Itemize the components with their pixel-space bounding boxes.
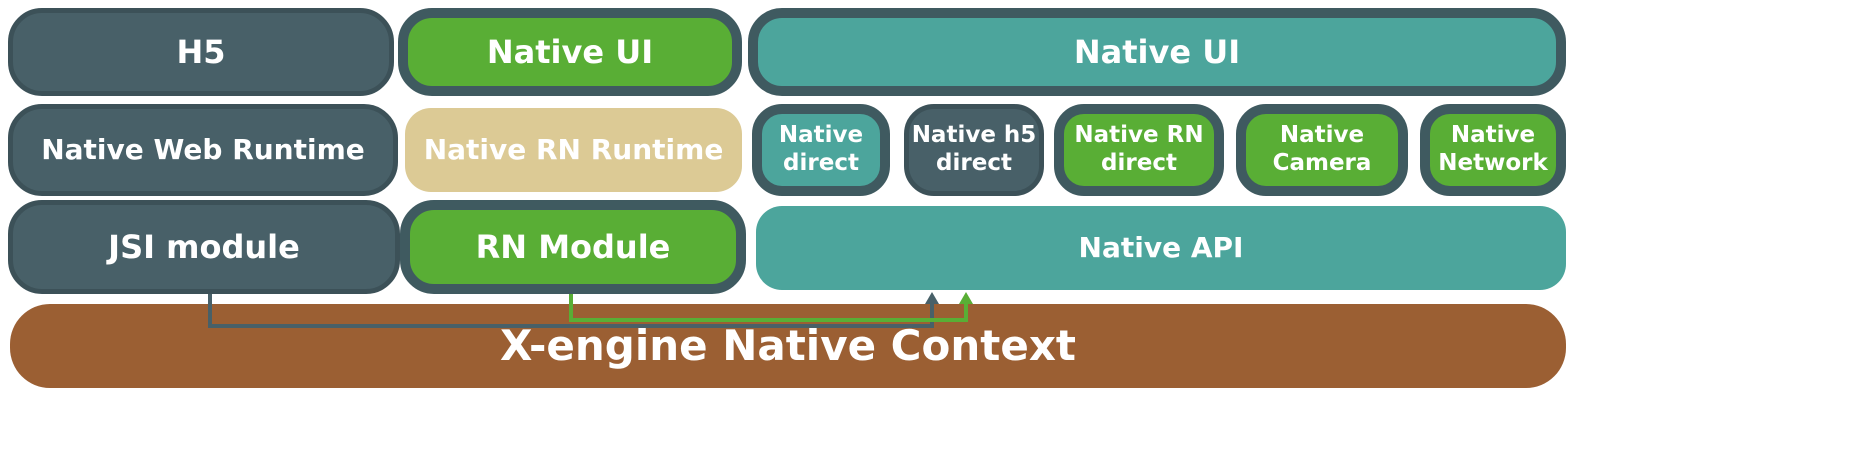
native-rn-runtime-label: Native RN Runtime [423,133,724,167]
native-ui-layer: Native UI [748,8,1566,96]
x-engine-native-context-label: X-engine Native Context [499,320,1076,370]
rn-to-native-api-connector [569,294,968,322]
rn-native-ui-label: Native UI [486,32,654,71]
native-direct-line2: direct [783,150,859,176]
native-rn-runtime-layer: Native RN Runtime [405,108,742,192]
native-h5-direct-module: Native h5 direct [904,104,1044,196]
native-direct-line1: Native [778,122,864,149]
h5-layer-label: H5 [176,32,226,71]
native-camera-module: Native Camera [1236,104,1408,196]
rn-module-layer: RN Module [400,200,746,294]
jsi-connector-arrowhead [925,292,939,304]
native-api-label: Native API [1078,231,1244,265]
native-rn-direct-line2: direct [1101,150,1177,176]
native-web-runtime-label: Native Web Runtime [41,133,365,167]
rn-connector-arrowhead [959,292,973,304]
native-direct-module: Native direct [752,104,890,196]
native-ui-label: Native UI [1073,32,1241,71]
native-camera-line1: Native Camera [1272,122,1372,176]
native-rn-direct-module: Native RN direct [1054,104,1224,196]
native-network-line1: Native [1450,122,1536,149]
native-h5-direct-line1: Native h5 [911,122,1037,149]
native-api-layer: Native API [756,206,1566,290]
native-h5-direct-line2: direct [936,150,1012,176]
h5-layer: H5 [8,8,394,96]
jsi-module-label: JSI module [108,227,300,266]
native-network-module: Native Network [1420,104,1566,196]
rn-module-label: RN Module [475,227,671,266]
rn-native-ui-layer: Native UI [398,8,742,96]
jsi-to-native-api-connector [208,294,934,328]
jsi-module-layer: JSI module [8,200,400,294]
native-web-runtime-layer: Native Web Runtime [8,104,398,196]
native-network-line2: Network [1438,150,1548,176]
native-rn-direct-line1: Native RN [1074,122,1204,149]
